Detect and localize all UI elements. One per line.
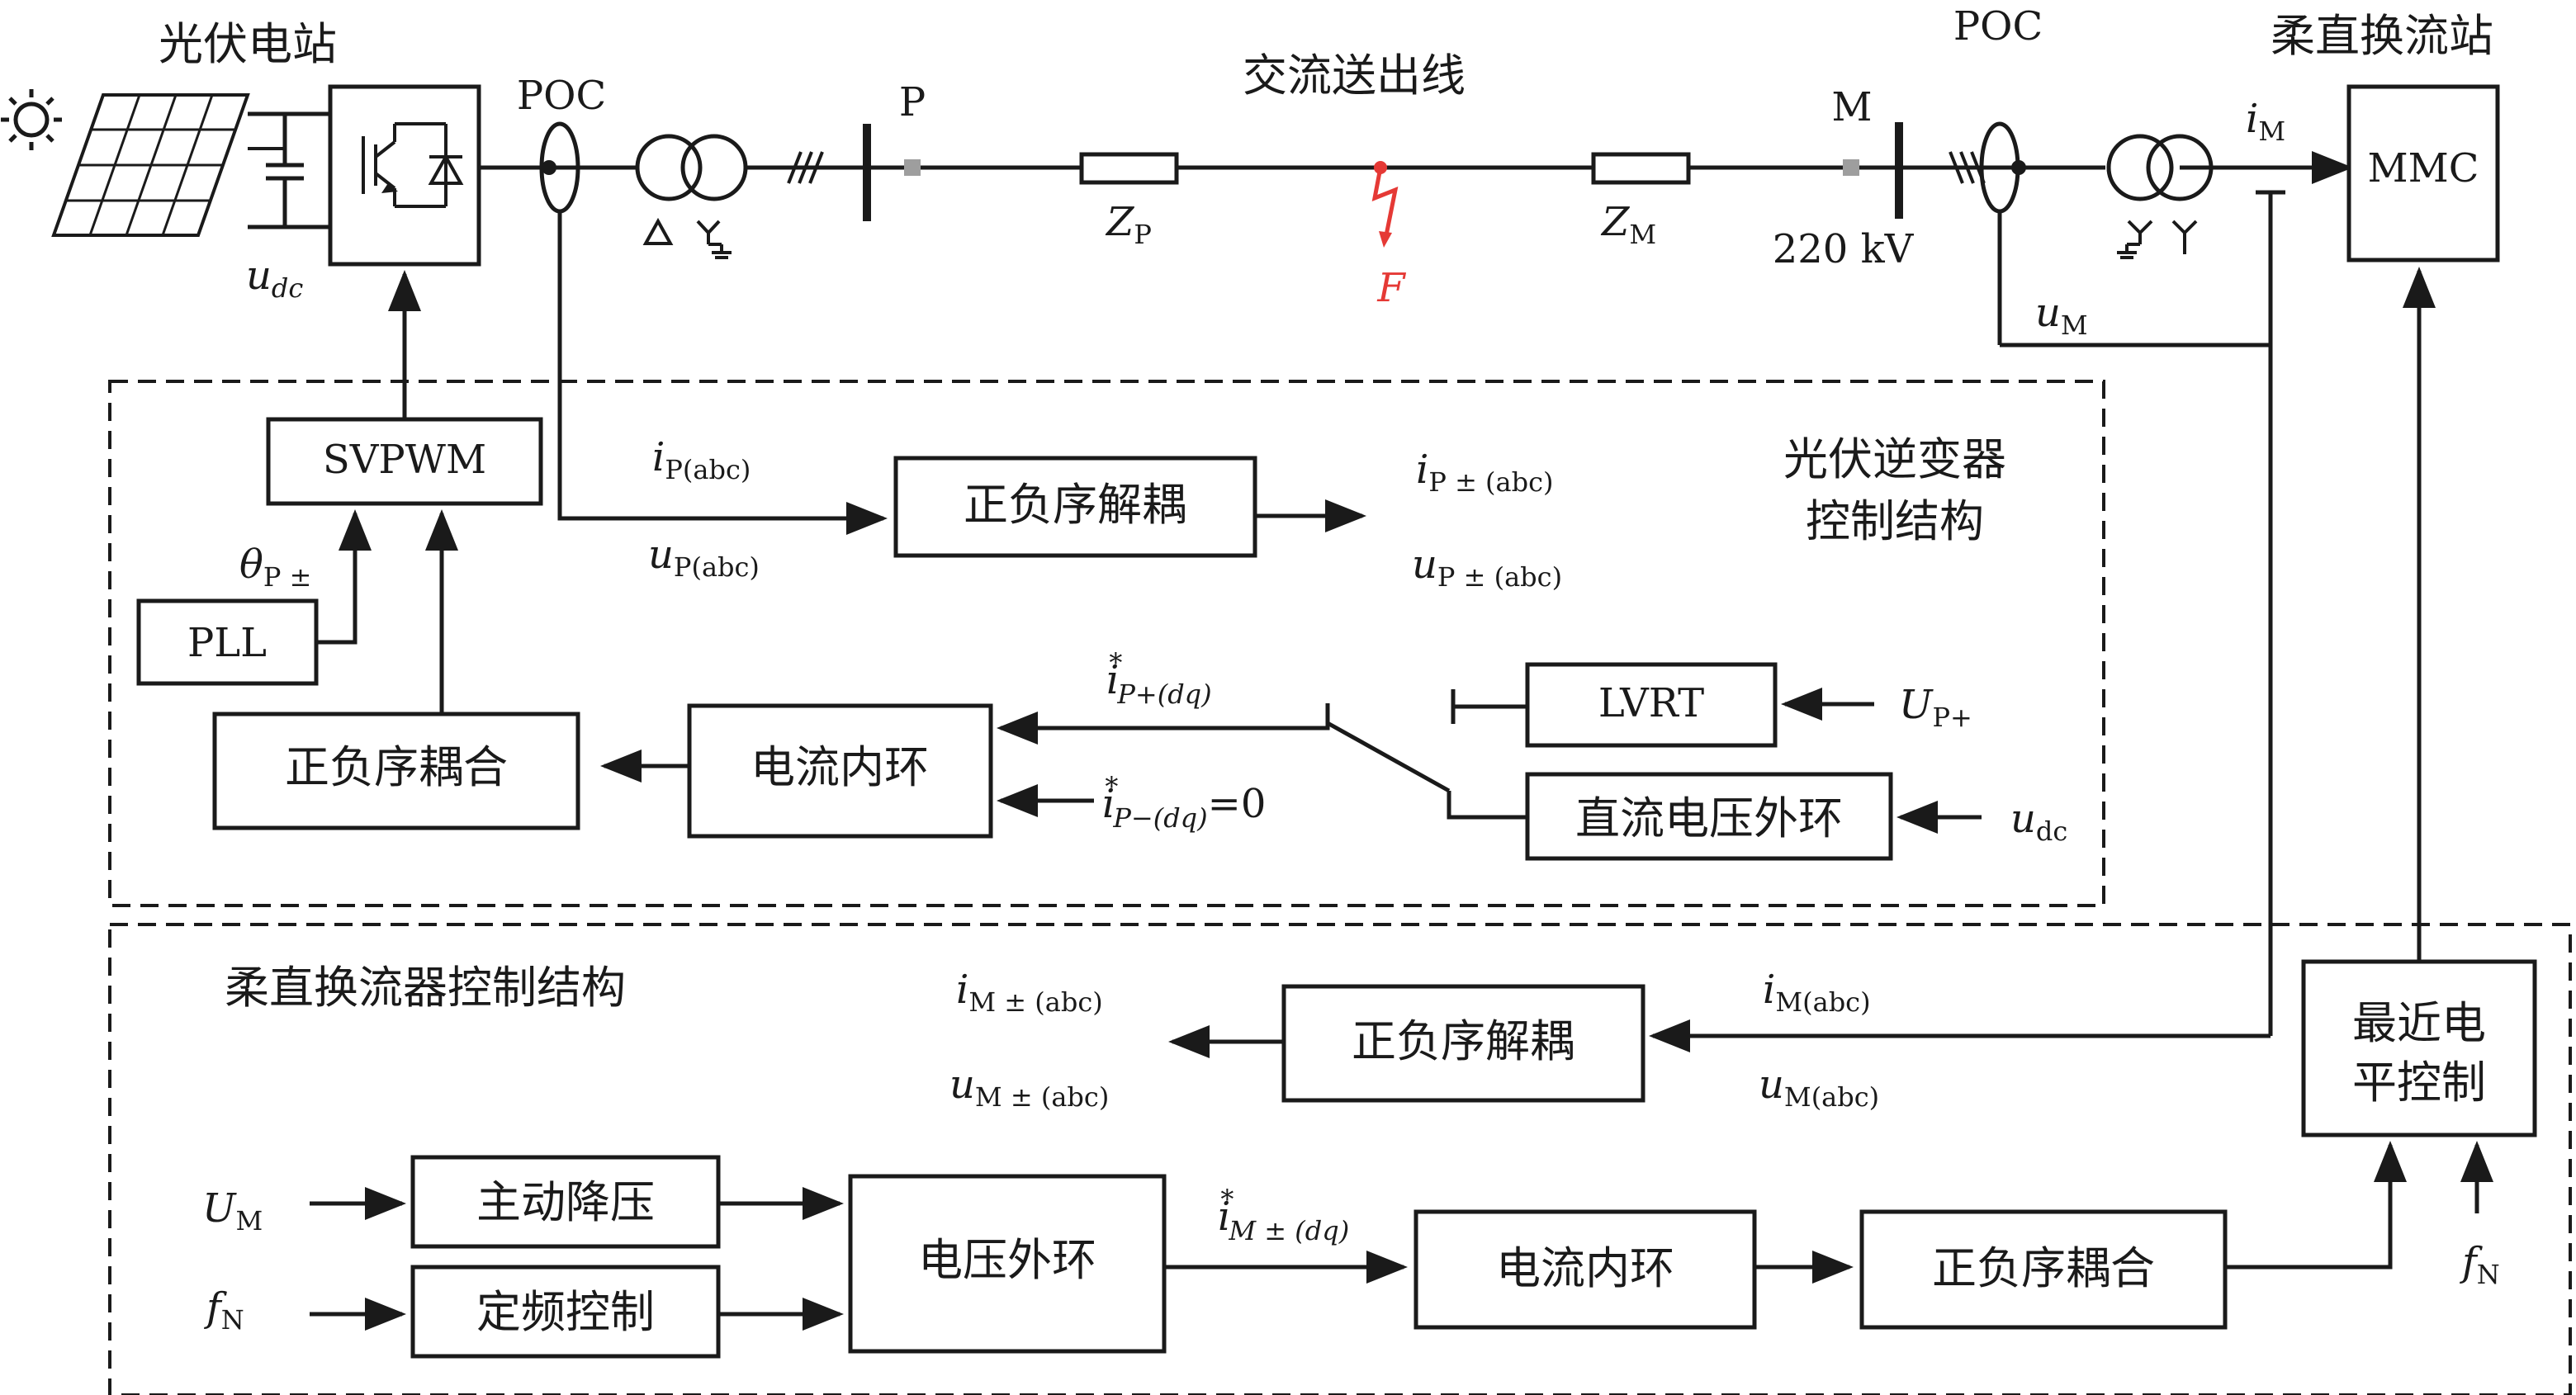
- fn-right-label: fN: [2460, 1239, 2500, 1290]
- pll-label: PLL: [187, 620, 267, 666]
- pv-inner-label: 电流内环: [751, 741, 929, 793]
- udc-ctrl-label: udc: [2010, 796, 2067, 847]
- pv-coupling-label: 正负序耦合: [285, 741, 508, 793]
- ip-pm-label: iP ± (abc): [1416, 447, 1554, 498]
- impedance-zp: [1079, 152, 1179, 185]
- v-outer-label: 电压外环: [918, 1234, 1096, 1286]
- im-abc-label: iM(abc): [1763, 967, 1871, 1018]
- nearest-level-label-1: 最近电: [2352, 997, 2486, 1049]
- theta-label: θP ±: [239, 541, 311, 593]
- poc-left-label: POC: [517, 73, 606, 119]
- poc-right-label: POC: [1953, 3, 2043, 50]
- mode-switch: [997, 703, 1527, 820]
- fault-icon: [1371, 161, 1399, 248]
- dc-link: [248, 111, 330, 229]
- fault-label: F: [1376, 265, 1406, 311]
- pv-control-boundary: [108, 380, 2105, 907]
- mmc-inner-label: 电流内环: [1496, 1242, 1674, 1294]
- step-down-label: 主动降压: [476, 1176, 655, 1228]
- mmc-label: MMC: [2367, 145, 2479, 192]
- up-plus-label: UP+: [1899, 682, 1972, 733]
- pll-to-svpwm: [316, 509, 372, 645]
- fn-input-label: fN: [204, 1284, 244, 1336]
- lvrt-label: LVRT: [1598, 680, 1704, 726]
- mmc-control-boundary: [108, 923, 2572, 1395]
- coupling-to-nlc: [2225, 1141, 2407, 1270]
- up-pm-label: uP ± (abc): [1412, 541, 1562, 593]
- pv-control-title-2: 控制结构: [1806, 495, 1984, 547]
- lvrt-block: [1525, 662, 1778, 748]
- um-label: uM: [2035, 290, 2088, 341]
- mmc-inner-block: [1413, 1209, 1757, 1330]
- inverter-block: [328, 84, 481, 267]
- right-measurement-leads: [1997, 190, 2285, 1036]
- pv-panel-icon: [51, 93, 285, 237]
- lvrt-switch-terminal: [1451, 689, 1527, 724]
- svpwm-block: [266, 417, 543, 506]
- pv-inner-block: [687, 703, 993, 839]
- transformer-left: [635, 134, 748, 259]
- bus-m-node: [1843, 159, 1859, 176]
- voltage-label: 220 kV: [1773, 226, 1915, 272]
- sun-icon: [1, 89, 62, 150]
- um-input-label: UM: [202, 1185, 263, 1237]
- bus-p-node: [904, 159, 921, 176]
- mmc-coupling-label: 正负序耦合: [1932, 1242, 2155, 1294]
- mmc-decouple-block: [1281, 984, 1646, 1103]
- im-dq-label: i*M ± (dq): [1218, 1184, 1349, 1246]
- up-abc-label: uP(abc): [648, 532, 760, 583]
- nearest-level-label-2: 平控制: [2352, 1057, 2486, 1109]
- impedance-zm: [1591, 152, 1691, 185]
- pv-measurement-line: [557, 211, 888, 535]
- pv-decouple-block: [893, 456, 1257, 558]
- svpwm-label: SVPWM: [323, 437, 486, 483]
- zm-label: ZM: [1600, 199, 1656, 250]
- pll-block: [136, 598, 319, 686]
- um-pm-label: uM ± (abc): [949, 1062, 1109, 1113]
- im-pm-label: iM ± (abc): [956, 967, 1103, 1018]
- um-abc-label: uM(abc): [1759, 1062, 1879, 1113]
- mmc-coupling-block: [1859, 1209, 2228, 1330]
- udc-label: udc: [246, 253, 303, 304]
- pv-decouple-label: 正负序解耦: [964, 479, 1186, 531]
- bus-p-label: P: [899, 79, 926, 125]
- dc-outer-block: [1525, 772, 1893, 861]
- im-label: iM: [2246, 96, 2285, 147]
- dc-outer-label: 直流电压外环: [1575, 792, 1843, 844]
- mmc-block: [2346, 84, 2500, 262]
- three-phase-marks-left: [787, 151, 824, 184]
- v-outer-block: [848, 1174, 1167, 1354]
- mmc-station-label: 柔直换流站: [2271, 10, 2493, 62]
- freq-control-label: 定频控制: [476, 1286, 655, 1338]
- transformer-right: [2106, 134, 2214, 259]
- ip-abc-label: iP(abc): [652, 434, 751, 485]
- zp-label: ZP: [1105, 199, 1152, 250]
- freq-control-block: [410, 1265, 721, 1359]
- ip-dq-label: i*P+(dq): [1106, 647, 1212, 710]
- pv-control-title-1: 光伏逆变器: [1783, 433, 2006, 485]
- mmc-control-title: 柔直换流器控制结构: [225, 962, 626, 1014]
- pv-coupling-block: [212, 712, 580, 830]
- pv-station-label: 光伏电站: [159, 18, 337, 70]
- in-dq-label: i*P−(dq)=0: [1102, 771, 1266, 834]
- three-phase-marks-right: [1949, 151, 1986, 184]
- ac-line-label: 交流送出线: [1243, 50, 1466, 102]
- mmc-decouple-label: 正负序解耦: [1352, 1015, 1574, 1067]
- bus-m-label: M: [1831, 84, 1872, 130]
